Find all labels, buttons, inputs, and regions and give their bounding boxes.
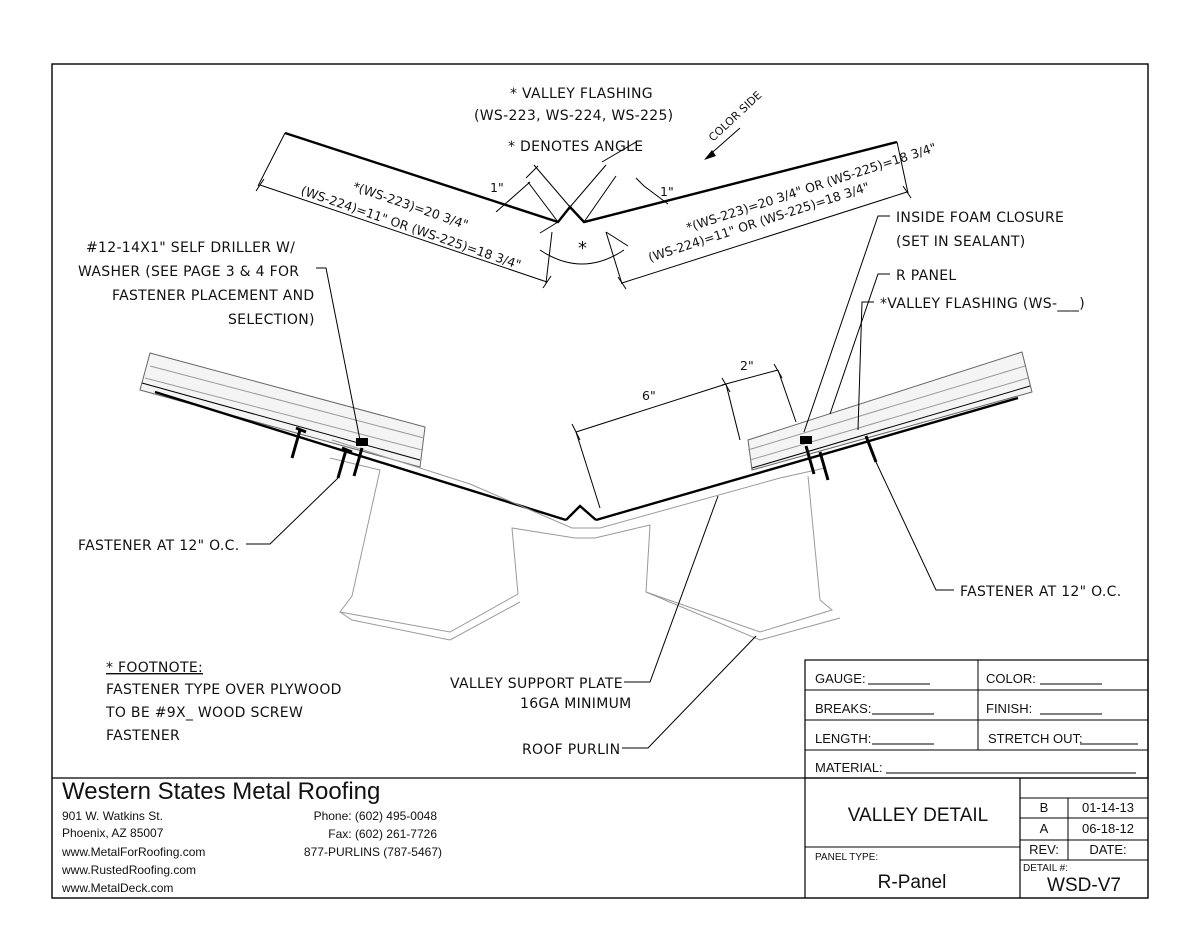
angle-symbol: * bbox=[578, 238, 587, 259]
valley-flashing-leader bbox=[857, 301, 874, 431]
fastener-left-leader bbox=[246, 477, 339, 545]
right-dim-line bbox=[621, 191, 908, 284]
footnote: * FOOTNOTE: FASTENER TYPE OVER PLYWOOD T… bbox=[105, 660, 342, 744]
right-fastener-3 bbox=[864, 435, 878, 463]
dim-6-line bbox=[575, 383, 727, 433]
footnote-line-2: TO BE #9X_ WOOD SCREW bbox=[105, 705, 303, 721]
r-panel-leader bbox=[829, 273, 890, 415]
valley-section: 6" 2" #12-14X1" SELF DRILLER W/ WASHER (… bbox=[78, 210, 1121, 758]
angle-note: * DENOTES ANGLE bbox=[508, 139, 643, 155]
left-dim-text-2: (WS-224)=11" OR (WS-225)=18 3/4" bbox=[299, 183, 523, 273]
self-driller-leader bbox=[316, 267, 361, 441]
left-fastener-2 bbox=[336, 446, 353, 479]
detail-number: WSD-V7 bbox=[1047, 875, 1121, 896]
website-1: www.MetalForRoofing.com bbox=[61, 845, 205, 859]
length-label: LENGTH: bbox=[815, 731, 871, 746]
panel-type-value: R-Panel bbox=[878, 872, 947, 893]
support-plate-line-2: 16GA MINIMUM bbox=[520, 696, 632, 712]
flashing-profile: * VALLEY FLASHING (WS-223, WS-224, WS-22… bbox=[255, 86, 938, 290]
phone: Phone: (602) 495-0048 bbox=[314, 809, 438, 823]
stretch-out-label: STRETCH OUT: bbox=[988, 731, 1083, 746]
dim-2-line bbox=[721, 369, 779, 386]
right-dim-text-2: (WS-224)=11" OR (WS-225)=18 3/4" bbox=[646, 179, 871, 265]
spec-block: GAUGE: COLOR: BREAKS: FINISH: LENGTH: ST… bbox=[804, 659, 1149, 779]
fastener-right-leader bbox=[875, 461, 954, 591]
valley-crimp bbox=[565, 504, 597, 521]
breaks-label: BREAKS: bbox=[815, 701, 871, 716]
finish-label: FINISH: bbox=[986, 701, 1032, 716]
left-fastener-3 bbox=[352, 438, 368, 477]
rev-label: REV: bbox=[1029, 842, 1059, 857]
color-label: COLOR: bbox=[986, 671, 1036, 686]
left-dim-line bbox=[259, 184, 548, 283]
self-driller-line-2: WASHER (SEE PAGE 3 & 4 FOR bbox=[78, 264, 299, 280]
company-block: Western States Metal Roofing 901 W. Watk… bbox=[52, 777, 1148, 895]
support-plate-line-1: VALLEY SUPPORT PLATE bbox=[450, 676, 623, 692]
rev-b-date: 01-14-13 bbox=[1082, 800, 1134, 815]
toll-free: 877-PURLINS (787-5467) bbox=[304, 845, 442, 859]
website-2: www.RustedRoofing.com bbox=[61, 863, 196, 877]
roof-purlin-outline bbox=[329, 457, 834, 633]
left-panel-strip bbox=[139, 352, 426, 468]
right-fastener-2 bbox=[818, 451, 830, 481]
color-side-arrowhead bbox=[704, 150, 716, 160]
fastener-left-label: FASTENER AT 12" O.C. bbox=[78, 538, 239, 554]
website-3: www.MetalDeck.com bbox=[61, 881, 173, 895]
sheet-border bbox=[51, 63, 1149, 899]
roof-purlin-leader bbox=[622, 635, 757, 749]
footnote-line-3: FASTENER bbox=[106, 728, 180, 744]
left-fastener-1 bbox=[290, 426, 307, 459]
self-driller-line-4: SELECTION) bbox=[228, 312, 315, 328]
valley-support-plate bbox=[331, 439, 826, 529]
drawing-title: VALLEY DETAIL bbox=[848, 805, 988, 826]
r-panel-label: R PANEL bbox=[896, 268, 957, 284]
footnote-line-1: FASTENER TYPE OVER PLYWOOD bbox=[106, 682, 342, 698]
title-block: VALLEY DETAIL PANEL TYPE: R-Panel B 01-1… bbox=[804, 778, 1148, 898]
flashing-parts: (WS-223, WS-224, WS-225) bbox=[474, 108, 673, 124]
material-label: MATERIAL: bbox=[815, 760, 883, 775]
valley-flashing-label: *VALLEY FLASHING (WS-___) bbox=[880, 296, 1085, 312]
rev-b: B bbox=[1040, 800, 1049, 815]
roof-purlin-label: ROOF PURLIN bbox=[522, 742, 620, 758]
right-panel-strip bbox=[747, 351, 1033, 471]
company-name: Western States Metal Roofing bbox=[62, 778, 380, 805]
flashing-title: * VALLEY FLASHING bbox=[510, 86, 653, 102]
panel-type-label: PANEL TYPE: bbox=[815, 852, 878, 863]
foam-closure-line-2: (SET IN SEALANT) bbox=[896, 234, 1026, 250]
rev-a: A bbox=[1040, 821, 1049, 836]
dim-2-label: 2" bbox=[740, 358, 754, 373]
address-line-1: 901 W. Watkins St. bbox=[62, 809, 163, 823]
hem-right-label: 1" bbox=[660, 184, 674, 199]
detail-label: DETAIL #: bbox=[1023, 863, 1068, 874]
angle-arc bbox=[539, 249, 625, 265]
foam-closure-line-1: INSIDE FOAM CLOSURE bbox=[896, 210, 1064, 226]
fastener-right-label: FASTENER AT 12" O.C. bbox=[960, 584, 1121, 600]
fax: Fax: (602) 261-7726 bbox=[328, 827, 437, 841]
hem-left-label: 1" bbox=[490, 180, 504, 195]
right-flashing-leg bbox=[595, 396, 1019, 522]
self-driller-line-1: #12-14X1" SELF DRILLER W/ bbox=[86, 240, 295, 256]
right-fastener-1 bbox=[800, 436, 816, 475]
self-driller-line-3: FASTENER PLACEMENT AND bbox=[112, 288, 314, 304]
date-label: DATE: bbox=[1089, 842, 1126, 857]
color-side-label: COLOR SIDE bbox=[706, 89, 764, 145]
address-line-2: Phoenix, AZ 85007 bbox=[62, 826, 164, 840]
gauge-label: GAUGE: bbox=[815, 671, 866, 686]
rev-a-date: 06-18-12 bbox=[1082, 821, 1134, 836]
dim-6-label: 6" bbox=[642, 388, 656, 403]
foam-closure-leader bbox=[803, 215, 890, 433]
support-plate-leader bbox=[624, 495, 719, 683]
footnote-title: * FOOTNOTE: bbox=[106, 660, 203, 676]
